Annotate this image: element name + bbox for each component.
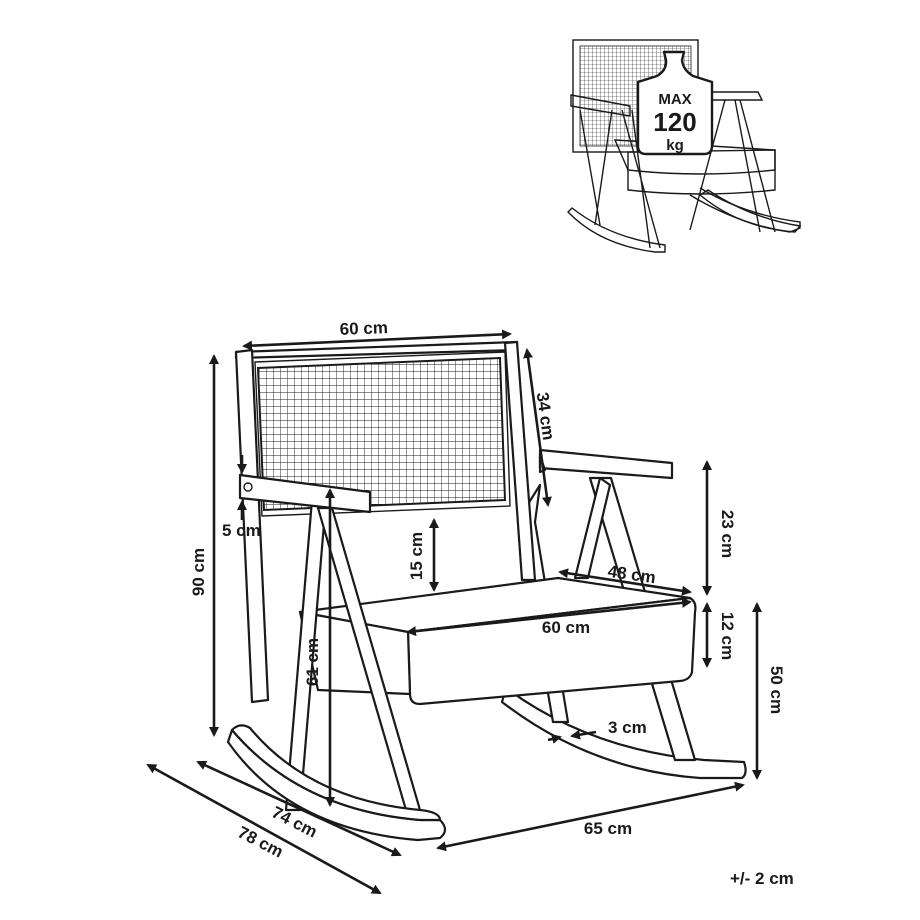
label-seat-depth: 48 cm [607, 562, 657, 588]
dim-line-seat-depth [558, 568, 692, 596]
label-seat-width: 60 cm [542, 618, 590, 637]
tolerance-note: +/- 2 cm [730, 869, 794, 888]
label-back-height: 34 cm [533, 391, 559, 441]
max-weight-badge: MAX 120 kg [636, 50, 714, 156]
label-total-height: 90 cm [189, 548, 208, 596]
dim-line-back-height [523, 348, 552, 507]
label-seat-height: 50 cm [767, 666, 786, 714]
dim-line-rocker-b [570, 729, 597, 740]
dim-line-rocker-length [436, 781, 745, 852]
label-arm-height: 23 cm [718, 510, 737, 558]
cane-panel [256, 356, 507, 512]
label-seat-height-front: 61 cm [303, 638, 322, 686]
label-rocker-thickness: 3 cm [608, 718, 647, 737]
dim-line-depth-outer [146, 763, 382, 895]
label-backrest-seat: 15 cm [407, 532, 426, 580]
label-rocker-length: 65 cm [584, 819, 632, 838]
label-back-width: 60 cm [339, 318, 388, 339]
badge-unit: kg [666, 137, 684, 154]
main-chair [226, 340, 747, 842]
label-cushion: 12 cm [718, 612, 737, 660]
dimension-lines [146, 329, 762, 895]
dim-line-back-width [242, 329, 512, 351]
label-armrest-thickness: 5 cm [222, 521, 261, 540]
badge-max: MAX [658, 91, 691, 108]
dim-line-seat-width [406, 597, 692, 637]
badge-weight: 120 [653, 107, 696, 137]
dim-line-rocker-a [547, 734, 562, 744]
